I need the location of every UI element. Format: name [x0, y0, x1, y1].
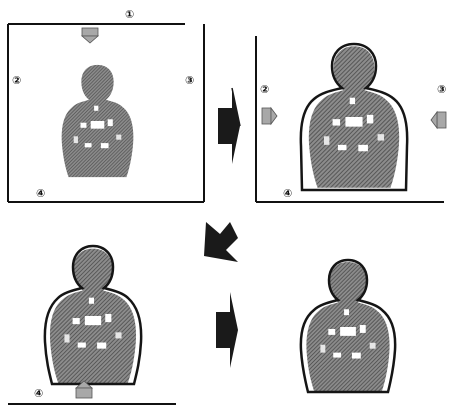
label-1: ①: [125, 8, 134, 21]
press-pad-icon: [262, 108, 277, 124]
process-arrow-icon: [216, 292, 238, 368]
bust-figure-1: [62, 65, 134, 177]
process-arrow-icon: [204, 222, 238, 262]
label-2: ②: [12, 74, 21, 87]
label-3: ③: [185, 74, 194, 87]
label-4: ④: [283, 187, 292, 200]
label-4: ④: [36, 187, 45, 200]
label-2: ②: [260, 83, 269, 96]
label-3: ③: [437, 83, 446, 96]
label-4: ④: [34, 387, 43, 400]
press-pad-icon: [431, 112, 446, 128]
press-pad-icon: [82, 28, 98, 43]
bust-figure-2: [301, 44, 407, 190]
bust-figure-3: [45, 246, 141, 384]
bust-figure-4: [301, 260, 395, 392]
process-arrow-icon: [218, 88, 240, 164]
